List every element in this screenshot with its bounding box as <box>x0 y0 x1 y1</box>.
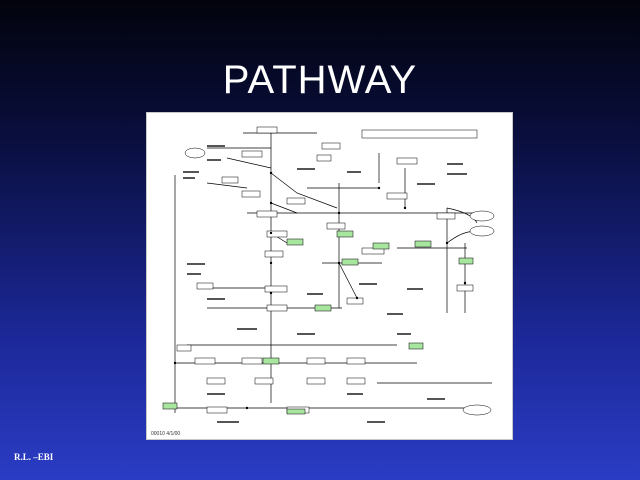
pathway-diagram: 00010 4/1/00 <box>146 112 513 440</box>
slide-title: PATHWAY <box>222 58 418 102</box>
map-id-label: 00010 4/1/00 <box>151 431 181 437</box>
pathway-map-svg <box>162 126 495 423</box>
footer-credit: R.L. –EBI <box>14 452 54 462</box>
